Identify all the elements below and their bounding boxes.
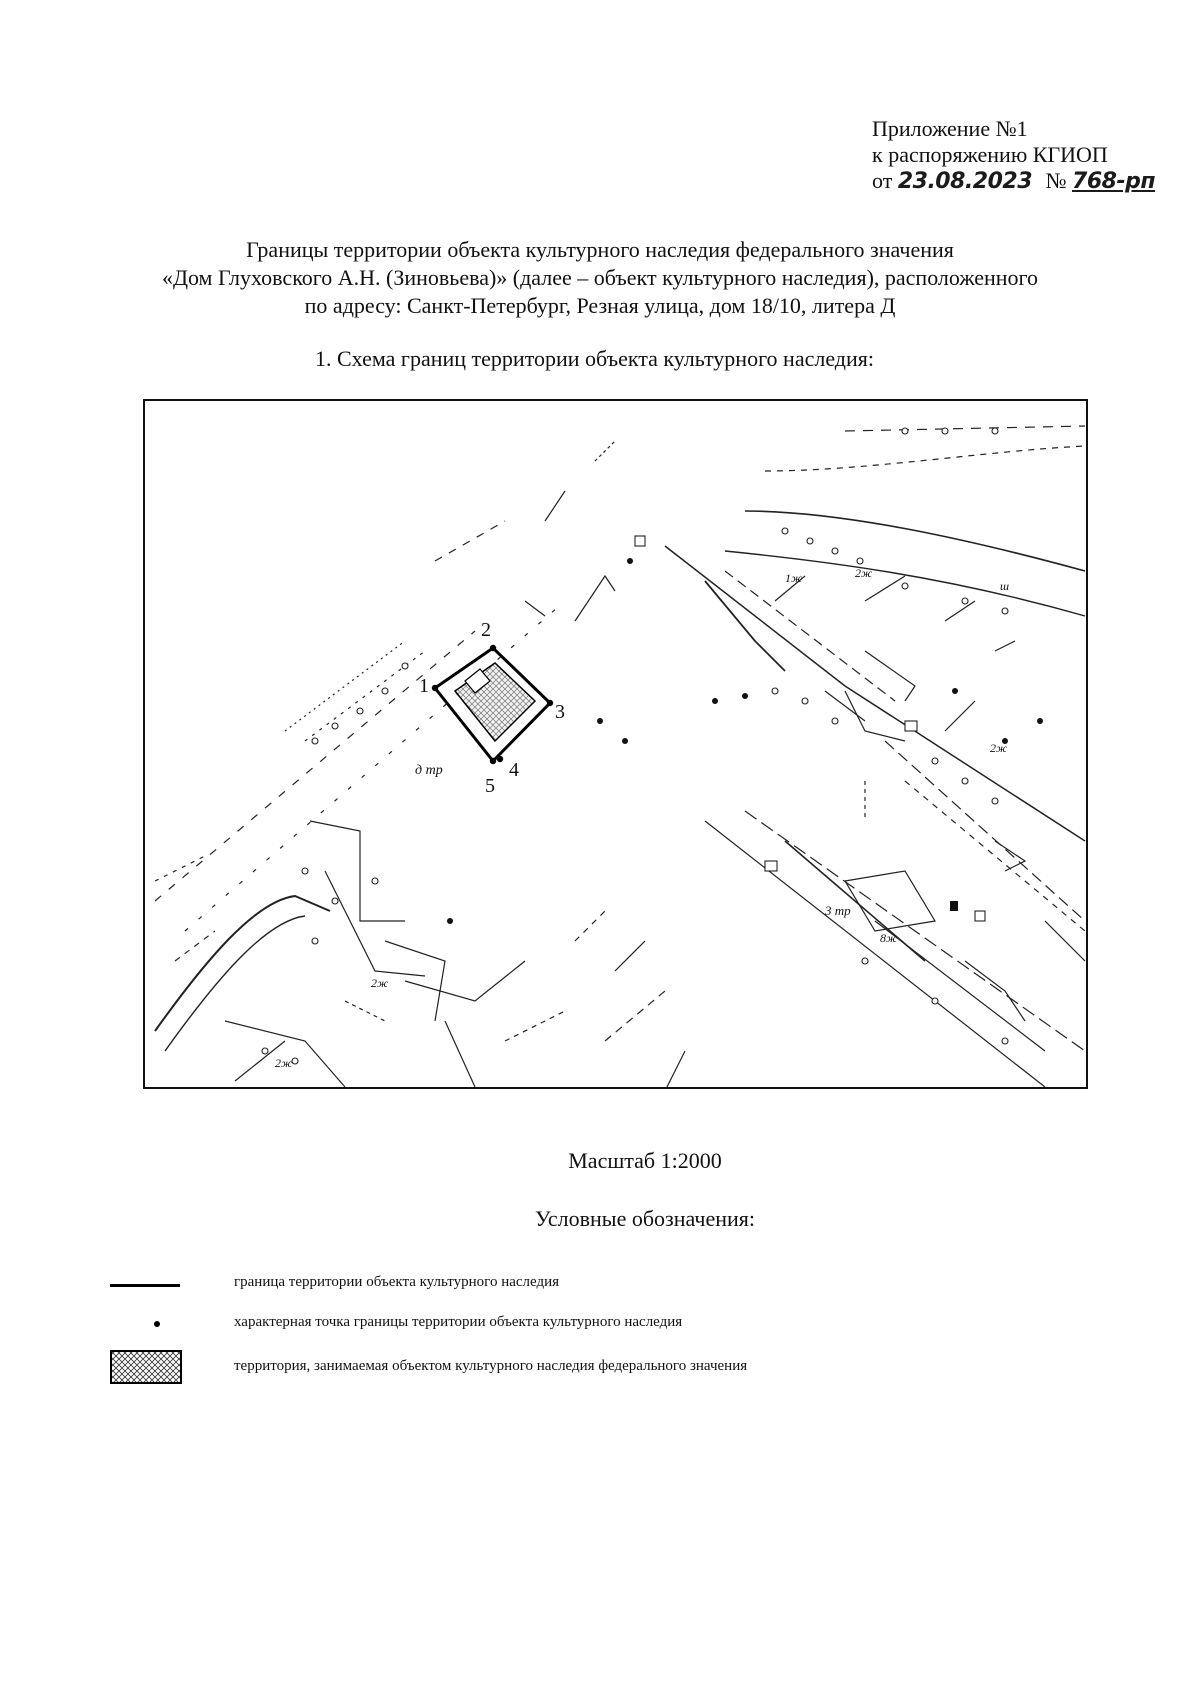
legend-item-boundary-point: характерная точка границы территории объ… bbox=[110, 1310, 1010, 1340]
point-label-1: 1 bbox=[419, 675, 429, 697]
number-prefix: № bbox=[1045, 168, 1067, 193]
section-heading: 1. Схема границ территории объекта культ… bbox=[315, 346, 875, 371]
document-title: Границы территории объекта культурного н… bbox=[100, 236, 1100, 320]
handwritten-number: 768-рп bbox=[1072, 169, 1156, 194]
heritage-boundary bbox=[431, 644, 554, 765]
annex-line-1: Приложение №1 bbox=[872, 116, 1028, 141]
map-annotation-2zh-a: 2ж bbox=[855, 566, 873, 580]
map-annotation-2zh-b: 2ж bbox=[371, 976, 389, 990]
legend-text-boundary-point: характерная точка границы территории объ… bbox=[234, 1314, 683, 1330]
legend-title: Условные обозначения: bbox=[534, 1206, 756, 1231]
title-line-3: по адресу: Санкт-Петербург, Резная улица… bbox=[304, 293, 896, 318]
boundary-map: 1 2 3 4 5 д тр 3 тр 2ж 8ж 1ж 2ж 2ж 2ж ш bbox=[143, 399, 1088, 1089]
legend-item-territory: территория, занимаемая объектом культурн… bbox=[110, 1350, 1010, 1386]
point-label-3: 3 bbox=[555, 701, 565, 723]
map-annotation-8zh: 8ж bbox=[880, 931, 898, 945]
map-drawing bbox=[154, 425, 1086, 1087]
annex-header: Приложение №1 к распоряжению КГИОП от 23… bbox=[872, 116, 1156, 195]
map-annotation-2zh-c: 2ж bbox=[275, 1056, 293, 1070]
map-scale: Масштаб 1:2000 bbox=[568, 1148, 722, 1173]
title-line-1: Границы территории объекта культурного н… bbox=[246, 237, 954, 262]
handwritten-date: 23.08.2023 bbox=[897, 169, 1033, 194]
map-annotation-d-tr: д тр bbox=[415, 763, 443, 778]
annex-line-2: к распоряжению КГИОП bbox=[872, 142, 1108, 167]
map-annotation-sh: ш bbox=[1000, 579, 1010, 593]
annex-date-line: от 23.08.2023 № 768-рп bbox=[872, 168, 1156, 195]
boundary-point-symbol bbox=[154, 1321, 160, 1327]
date-prefix: от bbox=[872, 168, 893, 193]
point-label-2: 2 bbox=[481, 619, 491, 641]
point-label-5: 5 bbox=[485, 775, 495, 797]
map-annotation-1zh: 1ж bbox=[785, 571, 803, 585]
boundary-line-symbol bbox=[110, 1284, 180, 1287]
title-line-2: «Дом Глуховского А.Н. (Зиновьева)» (дале… bbox=[161, 265, 1039, 290]
territory-hatch-symbol bbox=[110, 1350, 182, 1384]
legend-text-territory: территория, занимаемая объектом культурн… bbox=[234, 1358, 748, 1374]
legend-text-boundary-line: граница территории объекта культурного н… bbox=[234, 1274, 560, 1290]
map-annotation-3-tr: 3 тр bbox=[825, 903, 851, 918]
map-annotation-2zh-d: 2ж bbox=[990, 741, 1008, 755]
point-label-4: 4 bbox=[509, 759, 519, 781]
legend-item-boundary-line: граница территории объекта культурного н… bbox=[110, 1272, 1010, 1302]
